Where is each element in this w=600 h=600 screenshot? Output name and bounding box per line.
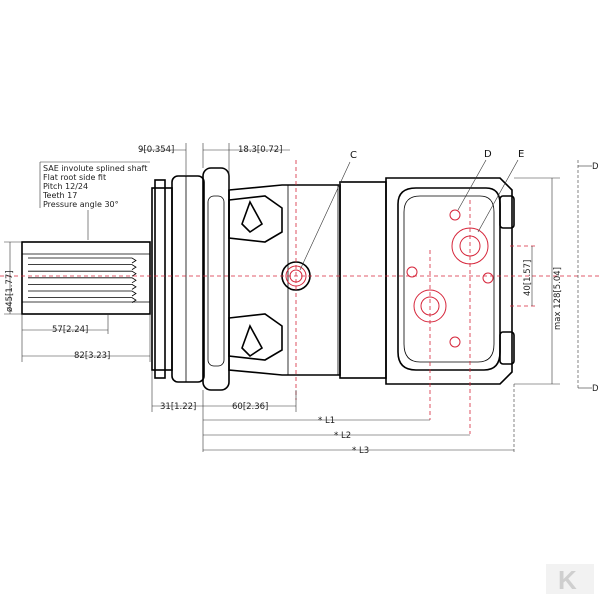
spline-tooth <box>28 297 137 303</box>
note-line-2: Flat root side fit <box>43 173 106 182</box>
dim-18-3: 18.3[0.72] <box>238 145 282 155</box>
dim-40: 40[1.57] <box>523 260 533 296</box>
marker-d-top: D <box>592 162 599 172</box>
callout-e: E <box>518 149 524 160</box>
marker-d-bottom: D <box>592 384 599 394</box>
mounting-flange <box>151 167 283 391</box>
note-line-1: SAE involute splined shaft <box>43 164 147 173</box>
right-dimensions: 40[1.57] max 128[5.04] <box>514 177 563 385</box>
dim-l1: * L1 <box>318 416 335 426</box>
brand-logo: K <box>546 564 594 595</box>
dim-9: 9[0.354] <box>138 145 174 155</box>
spline-tooth <box>28 270 137 277</box>
callout-c: C <box>350 150 357 161</box>
dim-57: 57[2.24] <box>52 325 88 335</box>
spline-tooth <box>28 257 137 264</box>
dim-60: 60[2.36] <box>232 402 268 412</box>
shaft-note: SAE involute splined shaft Flat root sid… <box>39 161 150 240</box>
spline-tooth <box>28 290 137 297</box>
brand-logo-letter: K <box>558 565 577 595</box>
dim-l2: * L2 <box>334 431 351 441</box>
spline-tooth <box>28 264 137 270</box>
note-line-4: Teeth 17 <box>42 191 77 200</box>
note-line-5: Pressure angle 30° <box>43 200 119 209</box>
motor-housing <box>228 181 387 379</box>
callout-d: D <box>484 149 492 160</box>
dim-l3: * L3 <box>352 446 369 456</box>
spline-tooth <box>28 277 137 284</box>
spline-tooth <box>28 284 137 290</box>
end-cover <box>385 177 515 385</box>
dim-128: max 128[5.04] <box>553 267 563 330</box>
section-markers: D D <box>577 160 599 394</box>
callouts: C D E <box>299 149 524 271</box>
flange-dimensions: 31[1.22] 60[2.36] <box>151 370 297 452</box>
dia-dimension: ø45[1.77] <box>4 241 22 315</box>
shaft-length-dimensions: 57[2.24] 82[3.23] <box>21 314 151 362</box>
note-line-3: Pitch 12/24 <box>43 182 88 191</box>
overall-length-dimensions: * L1 * L2 * L3 <box>203 384 515 456</box>
dim-31: 31[1.22] <box>160 402 196 412</box>
top-dimensions: 9[0.354] 18.3[0.72] <box>138 143 290 190</box>
splined-shaft <box>21 241 151 315</box>
dim-82: 82[3.23] <box>74 351 110 361</box>
dim-dia-45: ø45[1.77] <box>5 270 15 312</box>
center-lines <box>0 160 600 434</box>
